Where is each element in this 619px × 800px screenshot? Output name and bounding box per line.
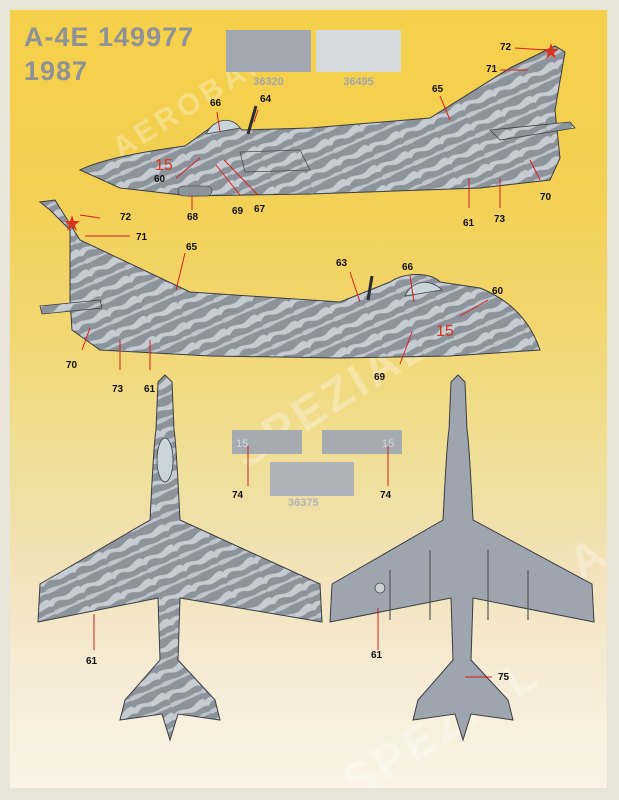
callout: 66: [210, 98, 222, 109]
panel-modex: 15: [382, 438, 394, 450]
year-title: 1987: [24, 56, 89, 86]
callout: 75: [498, 672, 510, 683]
callout: 70: [66, 360, 78, 371]
callout: 66: [402, 262, 414, 273]
callout: 60: [492, 286, 504, 297]
callout: 63: [336, 258, 348, 269]
callout: 71: [136, 232, 148, 243]
callout: 72: [500, 42, 512, 53]
side-view-lower: 15: [38, 199, 541, 359]
aircraft-drawings: 15 15 15: [37, 43, 595, 742]
callout: 65: [186, 242, 198, 253]
callout: 61: [371, 650, 383, 661]
color-swatch-36320: 36320: [226, 30, 311, 88]
callout: 61: [463, 218, 475, 229]
decal-panels: 15 15: [232, 430, 402, 496]
panel-color-code: 36375: [288, 497, 319, 509]
leader-lines: [79, 47, 547, 678]
callout: 65: [432, 84, 444, 95]
callout: 73: [112, 384, 124, 395]
callout: 74: [232, 490, 244, 501]
callout: 68: [187, 212, 199, 223]
planform-top: [37, 374, 323, 742]
swatch-code: 36495: [343, 76, 374, 88]
callout: 73: [494, 214, 506, 225]
callout: 60: [154, 174, 166, 185]
planform-bottom: [329, 374, 595, 742]
callout: 70: [540, 192, 552, 203]
callout: 71: [486, 64, 498, 75]
color-swatch-36495: 36495: [316, 30, 401, 88]
callout: 74: [380, 490, 392, 501]
callout: 64: [260, 94, 272, 105]
modex-lower: 15: [436, 323, 454, 340]
aircraft-title: A-4E 149977: [24, 22, 195, 52]
callout: 67: [254, 204, 266, 215]
callout: 69: [232, 206, 244, 217]
modex-upper: 15: [155, 157, 173, 174]
callout: 61: [86, 656, 98, 667]
callout: 72: [120, 212, 132, 223]
panel-modex: 15: [236, 438, 248, 450]
callout: 61: [144, 384, 156, 395]
swatch-code: 36320: [253, 76, 284, 88]
side-view-upper: 15: [78, 43, 576, 197]
decal-sheet: SPEZIAL AEROBAND SPEZIAL A A-4E 149977 1…: [10, 10, 607, 788]
callout: 69: [374, 372, 386, 383]
